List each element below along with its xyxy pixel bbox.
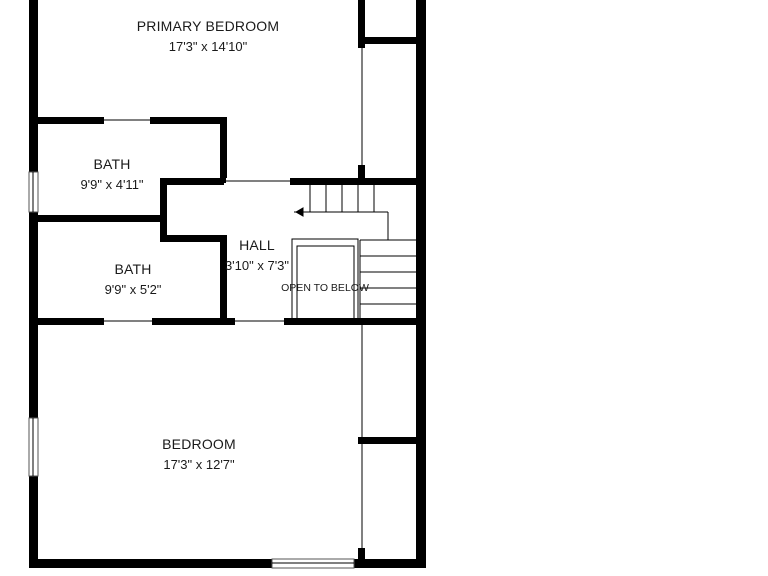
room-dims-primary-bedroom: 17'3" x 14'10"	[169, 39, 248, 54]
room-dims-bath-lower: 9'9" x 5'2"	[105, 282, 162, 297]
linen-closet-bottom-wall	[160, 235, 226, 242]
stair-top-wall	[290, 178, 418, 185]
room-name-bath-upper: BATH	[93, 156, 130, 172]
exterior-wall-left	[29, 0, 38, 568]
staircase	[294, 185, 416, 318]
closet-divider-upper	[358, 37, 418, 44]
room-name-hall: HALL	[239, 237, 275, 253]
bath-divider-wall	[37, 215, 165, 222]
room-dims-hall: 3'10" x 7'3"	[225, 258, 289, 273]
room-dims-bath-upper: 9'9" x 4'11"	[80, 177, 143, 192]
room-name-bath-lower: BATH	[114, 261, 151, 277]
open-to-below-outer	[291, 238, 359, 320]
closet-wall-upper-lower	[358, 165, 365, 183]
closet-divider-lower	[358, 437, 418, 444]
room-name-bedroom: BEDROOM	[162, 436, 236, 452]
open-to-below-label: OPEN TO BELOW	[281, 282, 369, 294]
exterior-wall-bottom	[29, 559, 426, 568]
hall-top-wall	[160, 178, 224, 185]
bedroom-top-wall-right	[284, 318, 418, 325]
open-to-below-inner	[296, 245, 355, 320]
bath-upper-right-wall	[220, 117, 227, 183]
bath-lower-right-wall	[220, 235, 227, 325]
room-dims-bedroom: 17'3" x 12'7"	[163, 457, 235, 472]
linen-closet-left-wall	[160, 178, 167, 242]
room-name-primary-bedroom: PRIMARY BEDROOM	[137, 18, 280, 34]
exterior-wall-right	[416, 0, 426, 568]
